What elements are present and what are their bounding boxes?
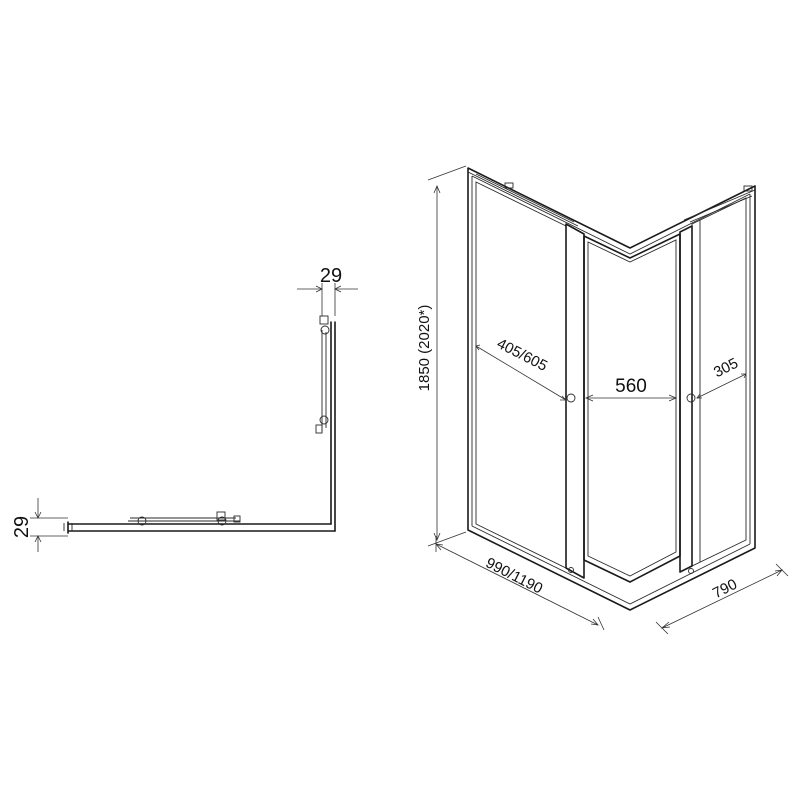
dim-height-label: 1850 (2020*) — [416, 305, 433, 392]
left-roller — [568, 567, 574, 573]
right-roller — [688, 568, 694, 574]
plan-dim-top-extension — [297, 283, 358, 316]
dim-left-width-label: 990/1190 — [483, 554, 545, 597]
dim-height-line — [427, 165, 467, 547]
plan-dim-left-label: 29 — [11, 516, 33, 538]
plan-profile-end — [63, 523, 73, 531]
front-sliding-door — [583, 233, 681, 583]
top-bracket-left — [504, 182, 514, 189]
plan-handle-1 — [216, 511, 226, 521]
plan-handle-2 — [233, 515, 241, 523]
enclosure-outer-frame — [467, 167, 756, 611]
dim-front-door-label: 560 — [615, 376, 647, 397]
right-fixed-panel — [691, 197, 747, 567]
dim-left-door-label: 405/605 — [494, 335, 550, 375]
plan-roller-4 — [319, 415, 329, 425]
left-door-handle — [566, 393, 576, 403]
left-sliding-door — [565, 223, 585, 579]
dim-height-arrows — [433, 184, 441, 542]
dim-right-door-line — [696, 373, 747, 399]
plan-roller-2 — [217, 516, 227, 526]
plan-roller-3 — [320, 325, 330, 335]
top-rail-left — [467, 171, 579, 227]
dim-left-width-arrows — [435, 543, 599, 626]
dim-right-door-label: 305 — [711, 355, 741, 382]
dim-front-door-arrows — [584, 394, 678, 402]
plan-roller-1 — [137, 516, 147, 526]
plan-view: 29 29 — [11, 265, 358, 552]
plan-vertical-door-track — [321, 330, 327, 432]
plan-horizontal-door-track — [128, 517, 240, 522]
top-rail-right — [683, 189, 756, 223]
left-fixed-panel — [475, 181, 567, 569]
plan-handle-4 — [319, 315, 329, 325]
enclosure-inner-frame — [471, 175, 751, 605]
plan-horizontal-profile — [67, 521, 336, 534]
plan-dim-top-arrows — [315, 285, 342, 293]
elevation-view: 1850 (2020*) 405/605 560 305 990/1190 79… — [416, 165, 789, 635]
top-bracket-right — [743, 185, 753, 192]
plan-handle-3 — [315, 424, 323, 434]
dim-right-width-arrows — [660, 569, 783, 629]
dim-right-door-arrows — [696, 373, 747, 399]
plan-dim-top-label: 29 — [320, 265, 342, 287]
plan-dim-left-arrows — [34, 511, 42, 543]
dim-left-door-line — [475, 345, 567, 401]
plan-dim-left-extension — [30, 498, 68, 552]
right-sliding-door — [679, 225, 693, 573]
dim-right-width-label: 790 — [710, 576, 740, 603]
dim-left-door-arrows — [475, 344, 567, 401]
right-door-handle — [686, 393, 696, 403]
front-door-glass — [587, 239, 677, 577]
plan-vertical-profile — [330, 321, 336, 532]
